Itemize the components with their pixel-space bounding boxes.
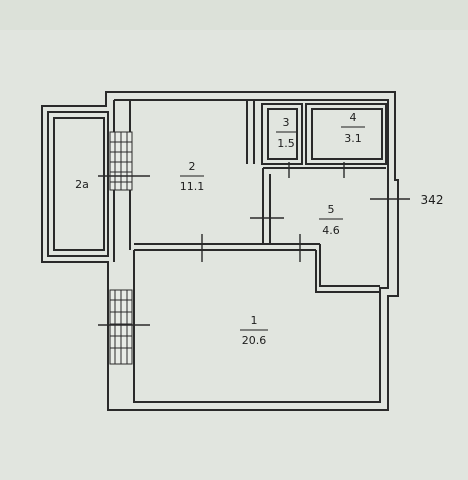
room-1-area: 20.6 (242, 334, 267, 347)
walls (41, 91, 399, 411)
room-1-label: 1 20.6 (240, 314, 268, 347)
room-2a-number: 2а (75, 178, 89, 191)
paper-shade (0, 0, 468, 30)
room-2a-label: 2а (75, 178, 89, 191)
windows (109, 131, 133, 365)
room-4-area: 3.1 (344, 132, 362, 145)
apartment-number: 342 (421, 193, 444, 207)
room-1-number: 1 (251, 314, 258, 327)
room-2-area: 11.1 (180, 180, 205, 193)
room-3-label: 3 1.5 (276, 116, 296, 150)
room-2-number: 2 (189, 160, 196, 173)
room-5-number: 5 (328, 203, 335, 216)
door-markers (98, 162, 410, 326)
room-5-label: 5 4.6 (319, 203, 343, 237)
room-4-label: 4 3.1 (341, 111, 365, 145)
room-5-area: 4.6 (322, 224, 340, 237)
room-2-label: 2 11.1 (180, 160, 205, 193)
room-3-number: 3 (283, 116, 290, 129)
room-3-area: 1.5 (277, 137, 295, 150)
room-4-number: 4 (350, 111, 357, 124)
